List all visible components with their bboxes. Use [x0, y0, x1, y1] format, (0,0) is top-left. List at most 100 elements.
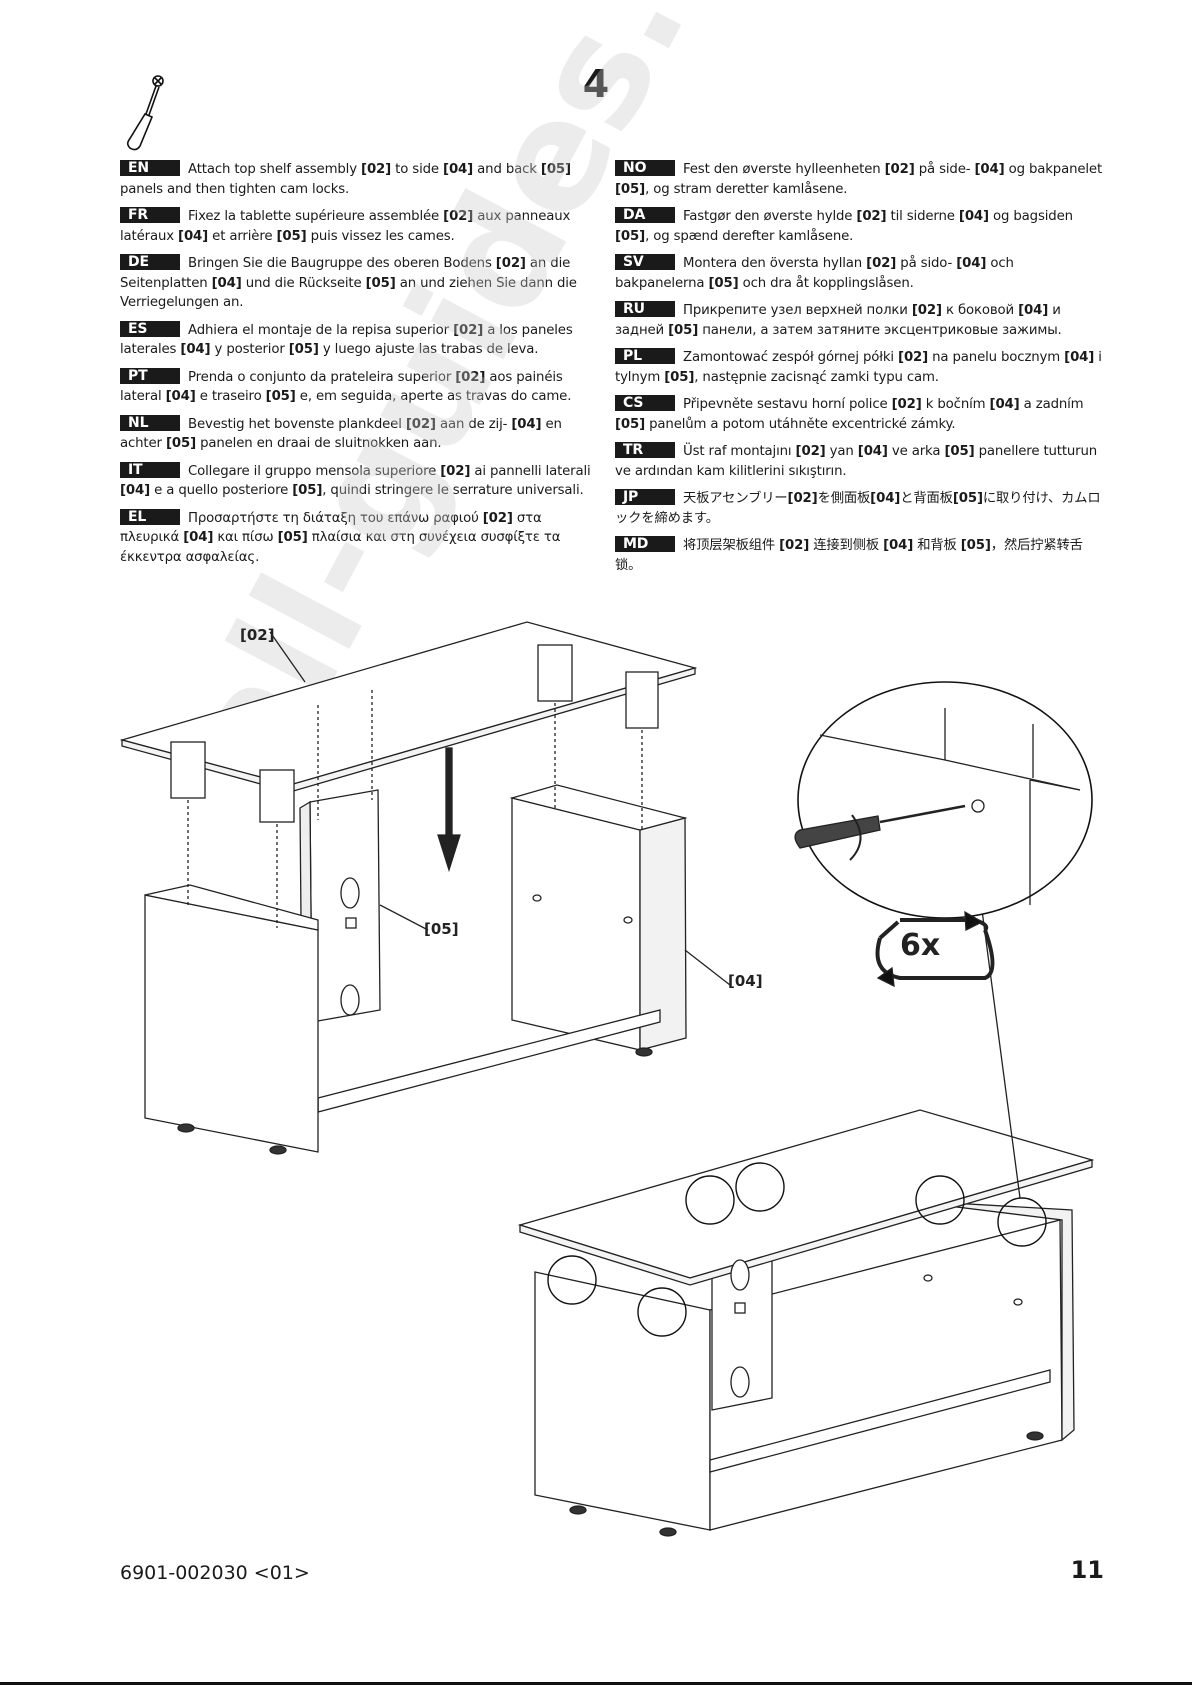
label-top-shelf: [02]	[240, 626, 275, 644]
part-ref: [05]	[277, 530, 308, 545]
part-ref: [04]	[443, 162, 474, 177]
instruction-text: k bočním	[921, 397, 990, 412]
instruction-text: и задней	[615, 303, 1061, 338]
instruction-text: a zadním	[1019, 397, 1084, 412]
part-ref: [05]	[365, 275, 396, 291]
part-ref: [04]	[1018, 303, 1049, 318]
part-ref: [05]	[540, 162, 571, 177]
screwdriver-icon	[126, 75, 164, 151]
instruction-text: Adhiera el montaje de la repisa superior	[188, 322, 454, 338]
instruction-text: , og stram deretter kamlåsene.	[645, 181, 848, 197]
part-ref: [05]	[615, 181, 646, 197]
instruction-text: к боковой	[941, 303, 1019, 318]
language-tag: DE	[120, 254, 180, 270]
instruction-text: και πίσω	[213, 530, 278, 545]
instruction-text: Zamontować zespół górnej półki	[683, 350, 899, 365]
instruction-text: and back	[473, 162, 541, 177]
language-tag: NO	[615, 160, 675, 176]
instruction-text: puis vissez les cames.	[306, 228, 455, 244]
instruction-text: , og spænd derefter kamlåsene.	[645, 228, 854, 244]
instruction-text: 连接到侧板	[809, 538, 884, 553]
instruction-text: panelen en draai de sluitnokken aan.	[196, 436, 442, 451]
instruction-text: ，然后拧紧转舌锁。	[615, 538, 1083, 573]
instruction-text: til siderne	[886, 209, 959, 224]
part-ref: [02]	[884, 162, 915, 177]
instruction-text: y luego ajuste las trabas de leva.	[318, 342, 539, 357]
instruction-text: панели, а затем затяните эксцентриковые …	[698, 322, 1062, 338]
part-ref: [04]	[178, 228, 209, 244]
instruction-text: 天板アセンブリー	[683, 491, 788, 506]
instruction-text: e a quello posteriore	[150, 483, 293, 498]
instruction-text: Prenda o conjunto da prateleira superior	[188, 369, 456, 385]
part-ref: [05]	[668, 322, 699, 338]
part-ref: [05]	[952, 491, 983, 506]
instruction-text: to side	[391, 162, 444, 177]
instruction-text: πλαίσια και στη συνέχεια συσφίξτε τα έκκ…	[120, 530, 561, 565]
language-tag: MD	[615, 536, 675, 552]
part-ref: [05]	[960, 538, 991, 553]
language-tag: EN	[120, 160, 180, 176]
instruction-text: Připevněte sestavu horní police	[683, 397, 892, 412]
instruction-text: Bevestig het bovenste plankdeel	[188, 416, 406, 432]
part-ref: [05]	[276, 228, 307, 244]
part-ref: [04]	[180, 342, 211, 357]
step-number: 4	[582, 62, 610, 106]
language-tag: JP	[615, 489, 675, 505]
part-ref: [02]	[795, 444, 826, 459]
part-ref: [02]	[361, 162, 392, 177]
part-ref: [04]	[870, 491, 901, 506]
part-ref: [02]	[866, 256, 897, 271]
instruction-text: och dra åt kopplingslåsen.	[738, 275, 914, 291]
instruction-text: στα πλευρικά	[120, 510, 542, 546]
instruction-pt: PT Prenda o conjunto da prateleira superi…	[120, 367, 602, 407]
instruction-text: og bakpanelet	[1004, 162, 1103, 177]
part-ref: [04]	[857, 444, 888, 459]
part-ref: [02]	[856, 209, 887, 224]
label-count: 6x	[900, 928, 941, 963]
part-ref: [04]	[974, 162, 1005, 177]
language-tag: FR	[120, 207, 180, 223]
part-ref: [05]	[265, 389, 296, 404]
instruction-text: Üst raf montajını	[683, 444, 796, 459]
instruction-text: og bagsiden	[988, 209, 1073, 224]
instruction-text: Прикрепите узел верхней полки	[683, 303, 912, 318]
instruction-text: a los paneles laterales	[120, 322, 573, 358]
part-ref: [05]	[615, 416, 646, 432]
instruction-text: och bakpanelerna	[615, 256, 1014, 291]
instruction-text: aan de zij-	[435, 416, 512, 432]
instruction-text: , quindi stringere le serrature universa…	[322, 483, 584, 498]
instruction-text: et arrière	[208, 228, 277, 244]
instruction-text: panellere tutturun ve ardından kam kilit…	[615, 444, 1098, 479]
language-tag: PT	[120, 367, 180, 384]
part-ref: [04]	[956, 256, 987, 271]
part-ref: [05]	[664, 369, 695, 385]
part-ref: [05]	[944, 444, 975, 459]
language-tag: SV	[615, 254, 675, 270]
part-ref: [02]	[455, 369, 486, 385]
instruction-text: を側面板	[817, 491, 871, 506]
instruction-text: e traseiro	[195, 389, 266, 404]
instruction-text: e, em seguida, aperte as travas do came.	[295, 389, 572, 404]
part-ref: [02]	[779, 538, 810, 553]
label-side-panel: [04]	[728, 972, 763, 990]
language-tag: DA	[615, 207, 675, 223]
part-ref: [02]	[405, 416, 436, 432]
part-ref: [04]	[989, 397, 1020, 412]
instruction-text: Montera den översta hyllan	[683, 256, 867, 271]
instruction-text: Collegare il gruppo mensola superiore	[188, 463, 441, 479]
part-ref: [05]	[288, 342, 319, 357]
